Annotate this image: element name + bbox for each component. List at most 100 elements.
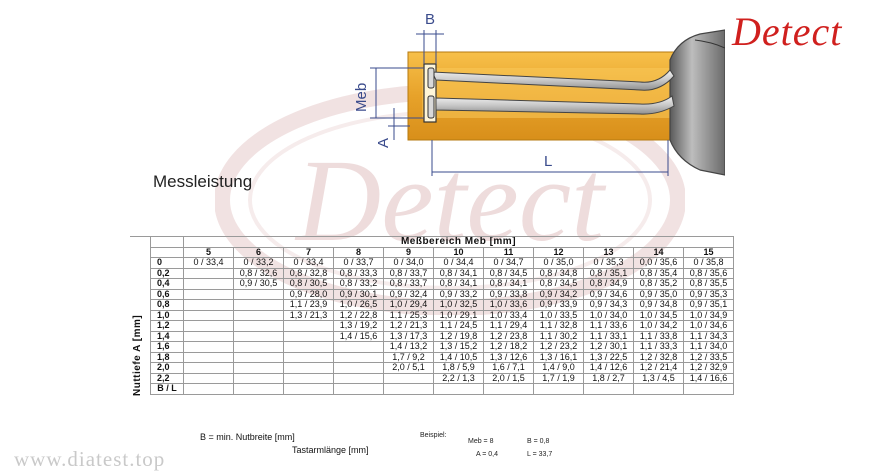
table-cell: 0,8 / 35,5	[683, 278, 734, 290]
table-cell	[333, 351, 384, 363]
side-cell	[130, 257, 151, 268]
row-header: 0,4	[150, 278, 184, 290]
table-cell: 0,9 / 33,9	[533, 299, 584, 311]
website-url: www.diatest.top	[14, 447, 166, 471]
example-a: A = 0,4	[476, 451, 498, 458]
table-cell: 1,2 / 23,2	[533, 341, 584, 353]
row-header: 0	[150, 257, 184, 269]
table-cell: 0,0 / 35,6	[633, 257, 684, 269]
table-cell	[433, 383, 484, 395]
table-cell: 0 / 34,4	[433, 257, 484, 269]
row-header: 0,2	[150, 267, 184, 279]
table-cell: 0,8 / 34,1	[433, 267, 484, 279]
column-header: 8	[333, 246, 384, 258]
table-cell: 1,2 / 23,8	[483, 330, 534, 342]
table-cell	[633, 383, 684, 395]
column-header: 11	[483, 246, 534, 258]
table-cell: 1,4 / 16,6	[683, 372, 734, 384]
column-header: 9	[383, 246, 434, 258]
table-cell: 1,0 / 29,1	[433, 309, 484, 321]
table-cell	[183, 372, 234, 384]
dim-a-label: A	[375, 138, 392, 148]
table-cell: 1,2 / 18,2	[483, 341, 534, 353]
note-l: Tastarmlänge [mm]	[292, 445, 369, 455]
table-cell: 1,4 / 13,2	[383, 341, 434, 353]
table-cell: 0,8 / 33,2	[333, 278, 384, 290]
table-cell	[183, 362, 234, 374]
table-cell	[383, 372, 434, 384]
table-cell: 1,1 / 29,4	[483, 320, 534, 332]
table-cell: 0,9 / 33,2	[433, 288, 484, 300]
dim-l-label: L	[544, 153, 552, 170]
table-cell: 0,9 / 35,1	[683, 299, 734, 311]
table-cell	[333, 341, 384, 353]
table-cell: 0,8 / 33,3	[333, 267, 384, 279]
corner-cell	[150, 246, 184, 258]
table-cell: 0 / 35,3	[583, 257, 634, 269]
table-cell	[233, 288, 284, 300]
table-cell	[183, 267, 234, 279]
table-cell: 0,9 / 34,6	[583, 288, 634, 300]
table-cell	[233, 362, 284, 374]
gauge-body	[669, 29, 725, 176]
table-cell: 1,1 / 33,3	[633, 341, 684, 353]
table-cell	[333, 372, 384, 384]
table-cell: 0,8 / 33,7	[383, 278, 434, 290]
table-cell: 1,3 / 21,3	[283, 309, 334, 321]
table-cell	[183, 351, 234, 363]
side-cell	[130, 289, 151, 300]
column-header: 7	[283, 246, 334, 258]
table-cell	[233, 372, 284, 384]
table-cell	[233, 383, 284, 395]
table-cell: 0,8 / 34,1	[483, 278, 534, 290]
table-cell	[283, 351, 334, 363]
table-cell: 0,9 / 30,5	[233, 278, 284, 290]
table-cell: 1,3 / 17,3	[383, 330, 434, 342]
table-cell: 0,9 / 35,0	[633, 288, 684, 300]
table-cell: 2,2 / 1,3	[433, 372, 484, 384]
table-cell: 0,8 / 33,7	[383, 267, 434, 279]
table-footer-row: B / L	[130, 383, 734, 395]
table-cell: 0 / 34,7	[483, 257, 534, 269]
table-cell: 1,2 / 19,8	[433, 330, 484, 342]
table-cell: 1,3 / 12,6	[483, 351, 534, 363]
row-header: 2,0	[150, 362, 184, 374]
side-cell	[130, 362, 151, 373]
table-cell: 0,9 / 28,0	[283, 288, 334, 300]
table-cell	[283, 330, 334, 342]
row-header: 1,8	[150, 351, 184, 363]
lower-arm	[435, 95, 675, 115]
table-cell: 1,0 / 33,4	[483, 309, 534, 321]
table-cell: 1,0 / 33,5	[533, 309, 584, 321]
row-header: 0,8	[150, 299, 184, 311]
table-cell: 0,9 / 34,2	[533, 288, 584, 300]
row-header: 1,6	[150, 341, 184, 353]
table-cell: 1,3 / 19,2	[333, 320, 384, 332]
table-cell: 0,8 / 35,6	[683, 267, 734, 279]
side-cell	[130, 236, 151, 247]
table-cell: 1,8 / 5,9	[433, 362, 484, 374]
table-cell: 1,1 / 23,9	[283, 299, 334, 311]
table-cell	[183, 278, 234, 290]
table-cell: 1,4 / 15,6	[333, 330, 384, 342]
corner-cell	[150, 236, 184, 248]
side-cell	[130, 341, 151, 352]
table-cell: 1,6 / 7,1	[483, 362, 534, 374]
table-title: Meßbereich Meb [mm]	[183, 236, 734, 248]
table-cell: 0,8 / 34,9	[583, 278, 634, 290]
example-b: B = 0,8	[527, 438, 550, 445]
footer-label: B / L	[150, 383, 184, 395]
table-cell	[583, 383, 634, 395]
table-cell: 0 / 34,0	[383, 257, 434, 269]
table-cell: 1,7 / 1,9	[533, 372, 584, 384]
table-cell: 1,1 / 33,1	[583, 330, 634, 342]
table-cell: 0,9 / 30,1	[333, 288, 384, 300]
table-cell	[233, 351, 284, 363]
